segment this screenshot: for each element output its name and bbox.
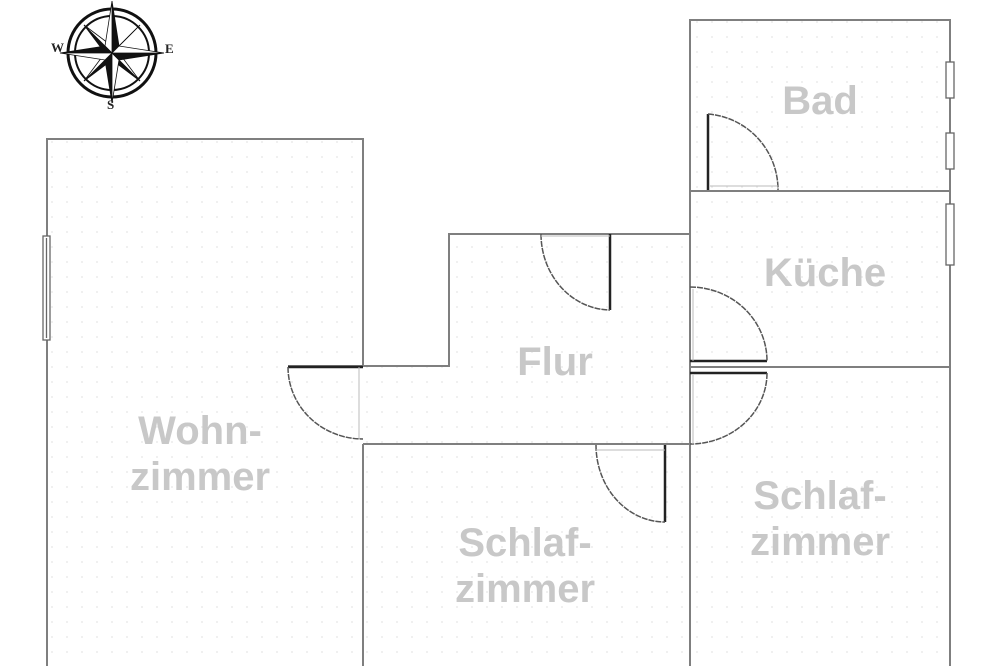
compass-rose-icon — [59, 0, 165, 104]
right-block-wall — [689, 19, 951, 666]
walls — [46, 19, 951, 666]
room-label-kueche: Küche — [763, 251, 887, 295]
compass-south-label: S — [107, 97, 115, 112]
windows — [42, 61, 955, 341]
door-schlafzimmer-2[interactable] — [689, 371, 768, 445]
room-label-schlafzimmer-1: Schlaf- zimmer — [454, 521, 596, 611]
compass-west-label: W — [51, 40, 64, 55]
wohnzimmer-wall — [46, 138, 364, 666]
room-label-flur: Flur — [517, 340, 593, 384]
door-wohnzimmer[interactable] — [287, 365, 364, 440]
room-label-wohnzimmer: Wohn- zimmer — [129, 409, 271, 499]
room-fills — [47, 20, 950, 666]
door-schlafzimmer-1[interactable] — [595, 444, 667, 523]
door-flur-north[interactable] — [540, 233, 612, 311]
door-kueche[interactable] — [689, 286, 768, 363]
window-bad-2 — [945, 132, 955, 170]
flur-north-wall — [288, 233, 690, 367]
bad-area — [690, 20, 950, 191]
room-label-schlafzimmer-2: Schlaf- zimmer — [749, 474, 891, 564]
flur-area — [363, 234, 690, 444]
schlafzimmer-2-area — [690, 367, 950, 666]
compass-east-label: E — [165, 41, 174, 56]
doors — [287, 113, 779, 523]
room-label-bad: Bad — [782, 79, 858, 123]
window-kueche — [945, 203, 955, 266]
wohnzimmer-area — [47, 139, 363, 666]
door-bad[interactable] — [706, 113, 779, 191]
schlafzimmer-1-area — [363, 444, 690, 666]
window-bad-1 — [945, 61, 955, 99]
kueche-area — [690, 191, 950, 367]
